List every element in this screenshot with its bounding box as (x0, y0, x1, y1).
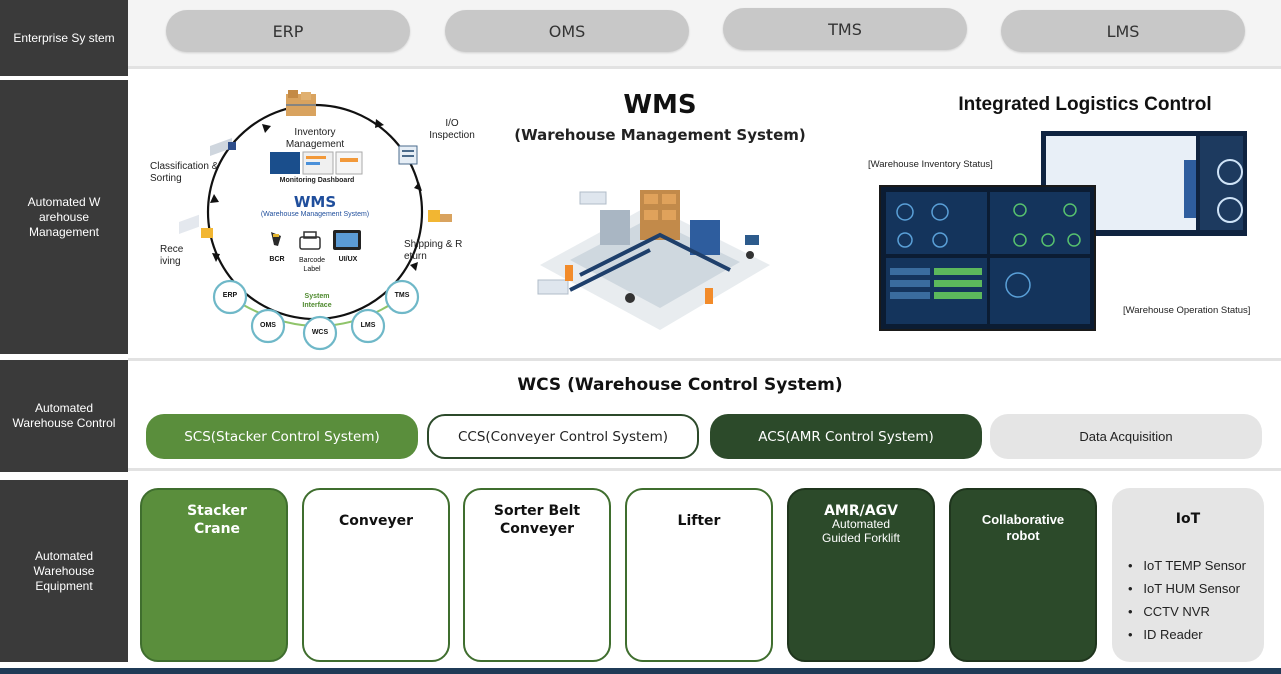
amr-card: AMR/AGV Automated Guided Forklift (787, 488, 935, 662)
arrow-head-icon (212, 253, 220, 262)
tier-label-control: Automated Warehouse Control (0, 360, 128, 472)
erp-pill: ERP (166, 10, 410, 52)
stacker-crane-card: Stacker Crane (140, 488, 288, 662)
interface-wcs-label: WCS (311, 329, 329, 336)
bcr-label: BCR (269, 256, 285, 263)
interface-node-erp (212, 279, 248, 315)
robot-title: Collaborative robot (981, 512, 1065, 543)
wcs-title: WCS (Warehouse Control System) (517, 375, 843, 395)
arrow-head-icon (410, 262, 418, 271)
tms-pill: TMS (723, 8, 967, 50)
inventory-management-label: Inventory Management (285, 127, 345, 150)
lms-pill: LMS (1001, 10, 1245, 52)
interface-node-wcs (302, 315, 338, 351)
system-interface-label: System Interface (302, 293, 332, 309)
wms-title: WMS (623, 90, 697, 120)
tablet-icon (333, 230, 361, 250)
tier-label-equipment: Automated Warehouse Equipment (0, 480, 128, 662)
amr-title: AMR/AGV (824, 503, 898, 519)
interface-lms-label: LMS (360, 322, 376, 329)
conveyer-title: Conveyer (338, 513, 413, 529)
interface-erp-label: ERP (222, 292, 238, 299)
stacker-crane-title: Stacker Crane (187, 503, 247, 537)
iot-item: • CCTV NVR (1128, 604, 1210, 619)
bottom-bar (0, 668, 1281, 674)
truck-icon (210, 137, 236, 156)
printer-icon (299, 231, 321, 250)
scs-button: SCS(Stacker Control System) (146, 414, 418, 459)
classification-sorting-label: Classification & Sorting (150, 161, 219, 184)
receiving-label: Rece iving (160, 244, 184, 267)
inspection-icon (398, 145, 418, 165)
row-separator (128, 66, 1281, 69)
shipping-return-label: Shipping & R eturn (404, 239, 463, 262)
uiux-label: UI/UX (338, 256, 358, 263)
iot-item: • ID Reader (1128, 627, 1203, 642)
iot-title: IoT (1175, 511, 1201, 527)
forklift-icon (428, 210, 452, 222)
operation-status-caption: [Warehouse Operation Status] (1123, 305, 1251, 316)
iot-list: • IoT TEMP Sensor • IoT HUM Sensor • CCT… (1128, 554, 1246, 646)
sorter-title: Sorter Belt Conveyer (493, 503, 581, 537)
robot-card: Collaborative robot (949, 488, 1097, 662)
conveyer-card: Conveyer (302, 488, 450, 662)
monitoring-dashboard-label: Monitoring Dashboard (279, 177, 355, 184)
data-acquisition-button: Data Acquisition (990, 414, 1262, 459)
amr-subtitle: Automated Guided Forklift (821, 517, 901, 545)
oms-pill: OMS (445, 10, 689, 52)
io-inspection-label: I/O Inspection (429, 118, 475, 141)
interface-node-lms (350, 308, 386, 344)
scanner-icon (271, 232, 281, 246)
arrow-head-icon (262, 124, 271, 133)
interface-node-oms (250, 308, 286, 344)
barcode-label-label: Barcode Label (298, 257, 326, 273)
forklift-icon (179, 214, 213, 238)
iot-item: • IoT TEMP Sensor (1128, 558, 1246, 573)
wms-subtitle: (Warehouse Management System) (514, 126, 806, 144)
integrated-control-title: Integrated Logistics Control (958, 94, 1212, 115)
wms-center-title: WMS (293, 193, 337, 211)
lifter-card: Lifter (625, 488, 773, 662)
interface-oms-label: OMS (260, 322, 276, 329)
arrow-head-icon (414, 182, 422, 191)
arrow-head-icon (210, 194, 219, 203)
monitor-icon (270, 151, 363, 175)
row-separator (128, 358, 1281, 361)
interface-tms-label: TMS (394, 292, 410, 299)
interface-node-tms (384, 279, 420, 315)
dashboard-icon (879, 131, 1247, 331)
acs-button: ACS(AMR Control System) (710, 414, 982, 459)
ccs-button: CCS(Conveyer Control System) (427, 414, 699, 459)
tier-label-management: Automated W arehouse Management (0, 80, 128, 354)
sorter-card: Sorter Belt Conveyer (463, 488, 611, 662)
lifter-title: Lifter (677, 513, 721, 529)
tier-label-enterprise: Enterprise Sy stem (0, 0, 128, 76)
isometric-warehouse-icon (537, 190, 770, 330)
iot-item: • IoT HUM Sensor (1128, 581, 1240, 596)
inventory-status-caption: [Warehouse Inventory Status] (868, 159, 993, 170)
wms-center-subtitle: (Warehouse Management System) (260, 211, 370, 218)
iot-card: IoT • IoT TEMP Sensor • IoT HUM Sensor •… (1112, 488, 1264, 662)
row-separator (128, 468, 1281, 471)
shelf-icon (286, 90, 316, 116)
arrow-head-icon (375, 119, 384, 128)
